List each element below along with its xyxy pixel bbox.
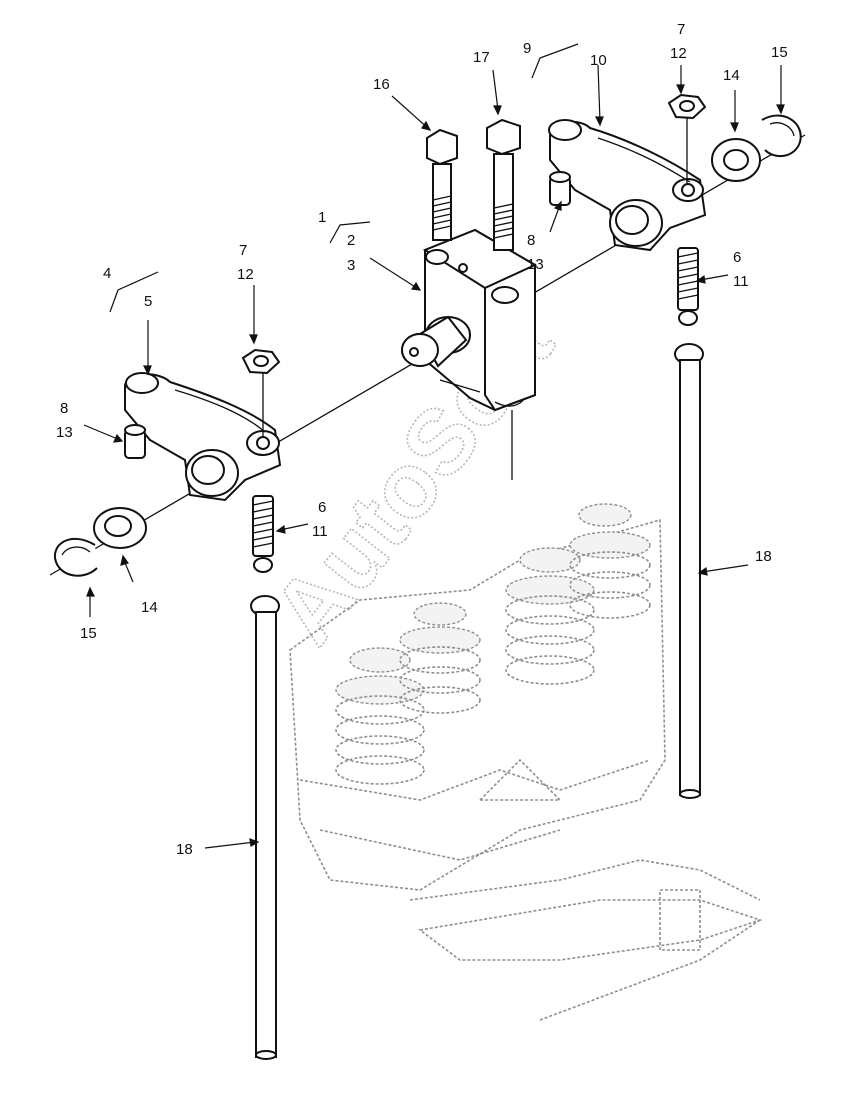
callout-6-left: 6 — [318, 499, 326, 516]
callout-15-right: 15 — [771, 44, 788, 61]
callout-5: 5 — [144, 293, 152, 310]
callout-7-left: 7 — [239, 242, 247, 259]
callout-11-left: 11 — [312, 523, 328, 540]
valve-spring-ghost — [399, 602, 481, 714]
pushrod-left — [250, 595, 280, 1060]
callout-3: 3 — [347, 257, 355, 274]
callout-4: 4 — [103, 265, 111, 282]
callout-labels: 1 2 3 4 5 6 6 7 7 8 8 9 10 11 11 12 12 1… — [56, 21, 788, 858]
rocker-shaft-bracket — [401, 228, 538, 412]
nut-right — [667, 93, 707, 120]
bolt-17 — [486, 118, 521, 251]
callout-13-left: 13 — [56, 424, 73, 441]
rocker-arm-right — [548, 119, 707, 252]
callout-11-right: 11 — [733, 273, 749, 290]
callout-8-left: 8 — [60, 400, 68, 417]
callout-18-left: 18 — [176, 841, 193, 858]
callout-14-left: 14 — [141, 599, 158, 616]
callout-17: 17 — [473, 49, 490, 66]
callout-10: 10 — [590, 52, 607, 69]
circlip-right — [761, 114, 802, 158]
callout-14-right: 14 — [723, 67, 740, 84]
washer-right — [711, 138, 761, 182]
callout-6-right: 6 — [733, 249, 741, 266]
circlip-left — [53, 537, 98, 577]
valve-spring-ghost — [335, 647, 425, 785]
callout-15-left: 15 — [80, 625, 97, 642]
rocker-arm-left — [124, 372, 282, 502]
pin-right — [549, 171, 571, 206]
pin-left — [124, 424, 146, 459]
valve-spring-ghost — [569, 503, 651, 619]
valve-spring-ghost — [505, 547, 595, 685]
callout-2: 2 — [347, 232, 355, 249]
callout-9: 9 — [523, 40, 531, 57]
bolt-16 — [426, 128, 458, 241]
leader-lines — [83, 64, 785, 849]
callout-13-right: 13 — [527, 256, 544, 273]
callout-7-right: 7 — [677, 21, 685, 38]
adjusting-screw-left — [252, 495, 274, 573]
group-brackets — [109, 43, 579, 313]
callout-18-right: 18 — [755, 548, 772, 565]
callout-1: 1 — [318, 209, 326, 226]
callout-8-right: 8 — [527, 232, 535, 249]
callout-16: 16 — [373, 76, 390, 93]
callout-12-right: 12 — [670, 45, 687, 62]
adjusting-screw-right — [677, 247, 699, 326]
callout-12-left: 12 — [237, 266, 254, 283]
pushrod-right — [674, 343, 704, 799]
washer-left — [93, 507, 147, 549]
cylinder-head-ghost — [289, 503, 763, 1021]
nut-left — [241, 348, 281, 375]
